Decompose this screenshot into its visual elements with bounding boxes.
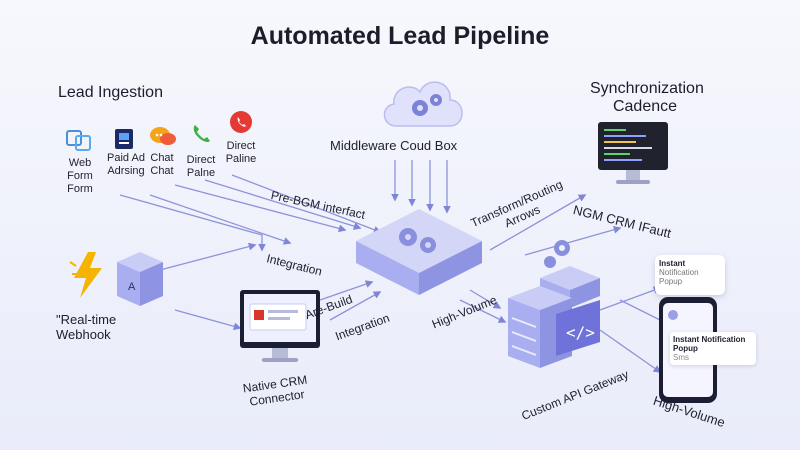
phone-notification-title: Instant Notification Popup [673,335,746,353]
sync-cadence-heading: Synchronization Cadence [590,80,704,116]
webhook-label: "Real-time Webhook [56,312,116,342]
source-wire [149,194,292,245]
native-wire [319,280,374,301]
svg-text:A: A [128,281,136,293]
code-icon: </> [566,323,595,342]
phone-notification-sub: Sms [673,353,689,362]
chat-icon [148,124,178,150]
webhook-label-line2: Webhook [56,327,111,342]
source-wire [174,184,347,233]
routing-wire [489,194,587,251]
phone-red-icon [229,110,253,134]
routing-wire [524,225,622,256]
notification-title: Instant [659,259,686,268]
page-title: Automated Lead Pipeline [250,22,550,50]
source-label-line1: Direct [226,140,256,152]
sync-cadence-line1: Synchronization [590,80,704,97]
source-label: Direct Palne [184,154,218,180]
source-label: Chat Chat [146,152,178,178]
gateway-wire [469,289,502,309]
lightning-icon [68,250,108,300]
gear-icon [544,240,570,268]
webhook-cube: A [115,250,165,308]
middleware-label: Middleware Coud Box [330,138,458,153]
phone-notification: Instant Notification Popup Sms [670,332,756,365]
phone-icon [190,122,214,146]
source-label: Web Form Form [55,157,105,196]
middleware-platform [352,205,487,300]
source-label: Paid Ad Adrsing [104,152,148,178]
lead-ingestion-heading: Lead Ingestion [58,84,163,101]
monitor-icon [238,288,322,366]
gear-icon [412,94,442,116]
webhook-wire [174,309,242,331]
notification-sub: Notification Popup [659,268,699,286]
source-label-line1: Web Form [67,157,93,182]
server-icon: </> [500,238,610,373]
source-label-line2: Chat [150,165,174,177]
source-wire [119,194,266,252]
source-label-line2: Form [67,183,93,195]
cloud-icon [378,70,466,132]
source-label-line1: Chat [150,152,174,164]
gateway-wire [459,299,507,323]
webhook-wire [159,242,257,271]
webhook-label-line1: "Real-time [56,312,117,327]
notification-popup: Instant Notification Popup [655,255,725,295]
monitor-icon [596,120,670,188]
notify-wire [599,286,662,311]
source-label-line2: Adrsing [107,165,145,177]
source-label: Direct Paline [222,140,260,166]
source-label-line2: Palne [186,167,216,179]
source-label-line1: Direct [186,154,216,166]
native-wire [329,291,382,321]
sync-cadence-line2: Cadence [612,98,678,115]
source-wire [231,174,382,234]
source-label-line1: Paid Ad [107,152,145,164]
gear-icon [399,228,436,253]
source-wire [204,179,362,230]
notify-wire [599,329,662,373]
paid-ad-icon [113,126,137,152]
source-label-line2: Paline [225,153,257,165]
web-form-icon [66,128,92,152]
